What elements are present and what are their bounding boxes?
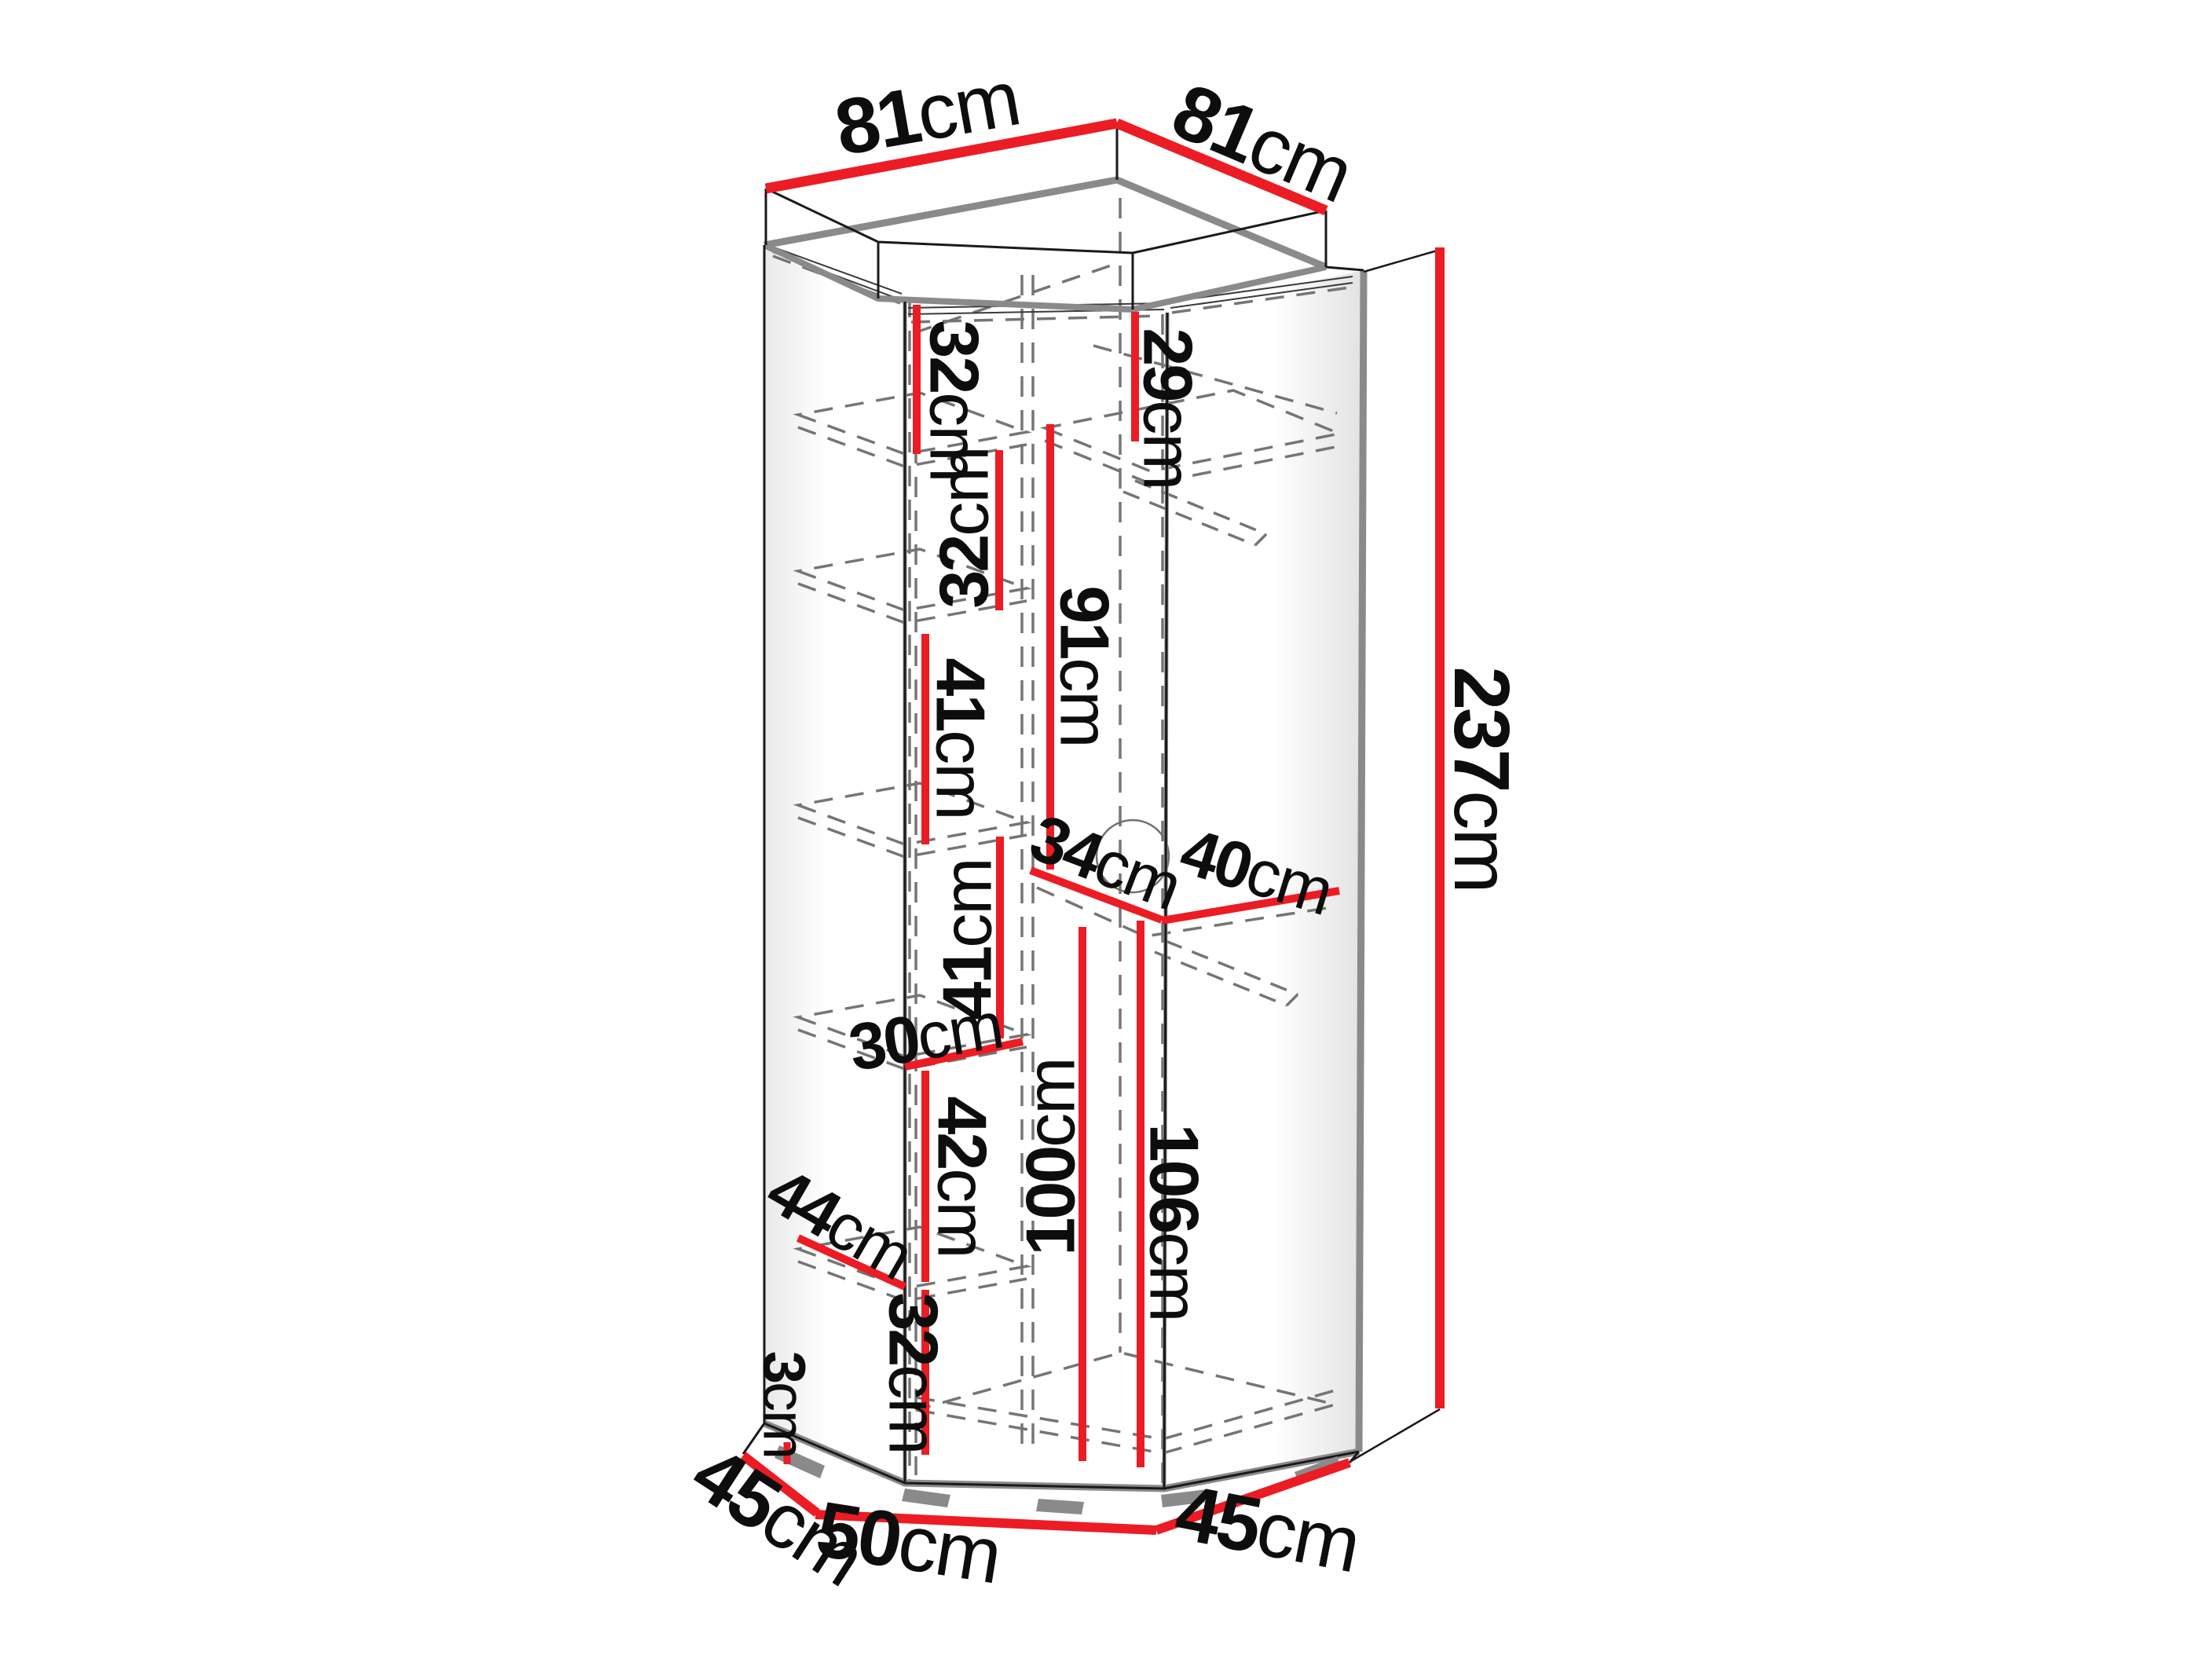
dim-label-left-gap-3: 41cm <box>921 657 999 819</box>
front-angled-face <box>905 302 1167 1489</box>
left-shelves-hidden <box>793 391 1032 1302</box>
dim-line-shelf-depth-30 <box>903 1038 1024 1071</box>
hanging-rod-upper <box>1122 479 1268 547</box>
dim-label-right-top-gap: 29cm <box>1129 328 1207 489</box>
dimension-lines <box>740 118 1445 1535</box>
plinth-band <box>743 1423 1359 1530</box>
wardrobe-faces <box>743 123 1364 1530</box>
dim-label-base-side-right: 45cm <box>1169 1468 1367 1590</box>
hanging-rod-lower <box>1154 939 1299 1007</box>
dim-label-right-lower-inner: 100cm <box>1012 1058 1090 1255</box>
top-panel-band-front3 <box>1133 211 1326 309</box>
dim-label-top-width-left: 81cm <box>829 53 1025 172</box>
foot <box>1161 1489 1208 1507</box>
top-panel-band-front <box>766 189 878 298</box>
top-panel-band-left <box>766 123 1117 245</box>
dim-line-shelf-depth-44 <box>796 1234 907 1291</box>
top-panel-band-front2 <box>878 242 1133 309</box>
dim-label-base-front: 50cm <box>811 1485 1006 1600</box>
dim-label-right-lower-outer: 106cm <box>1135 1123 1213 1320</box>
hidden-vertical-lines <box>908 198 1164 1494</box>
dim-line-base-side-right <box>1155 1458 1351 1535</box>
foot <box>1036 1499 1084 1514</box>
dim-label-left-gap-4: 41cm <box>928 859 1006 1020</box>
dim-label-left-gap-2: 32cm <box>925 447 1003 608</box>
dim-label-left-gap-5: 42cm <box>923 1096 1001 1257</box>
dim-line-shelf-depth-40 <box>1161 887 1340 925</box>
dim-label-left-gap-6: 32cm <box>874 1292 952 1453</box>
extension-connectors <box>1350 248 1441 1463</box>
dim-line-top-width-left <box>764 118 1119 194</box>
dim-label-shelf-depth-30: 30cm <box>844 988 1007 1085</box>
dim-label-right-upper-space: 91cm <box>1046 585 1123 746</box>
left-side-face <box>764 245 905 1483</box>
right-side-face <box>1164 270 1364 1489</box>
dim-line-base-side-left <box>740 1452 820 1517</box>
dim-line-base-front <box>815 1510 1157 1535</box>
dim-line-shelf-depth-34 <box>1029 866 1163 924</box>
gray-edges-panel-front <box>763 242 1327 313</box>
dim-label-left-gap-1: 32cm <box>915 320 993 481</box>
dim-label-plinth-height: 3cm <box>751 1351 818 1459</box>
rod-hole-circle <box>1095 819 1170 894</box>
dim-label-total-height: 237cm <box>1437 666 1525 892</box>
dim-line-top-width-right <box>1115 119 1328 215</box>
foot <box>902 1489 950 1507</box>
